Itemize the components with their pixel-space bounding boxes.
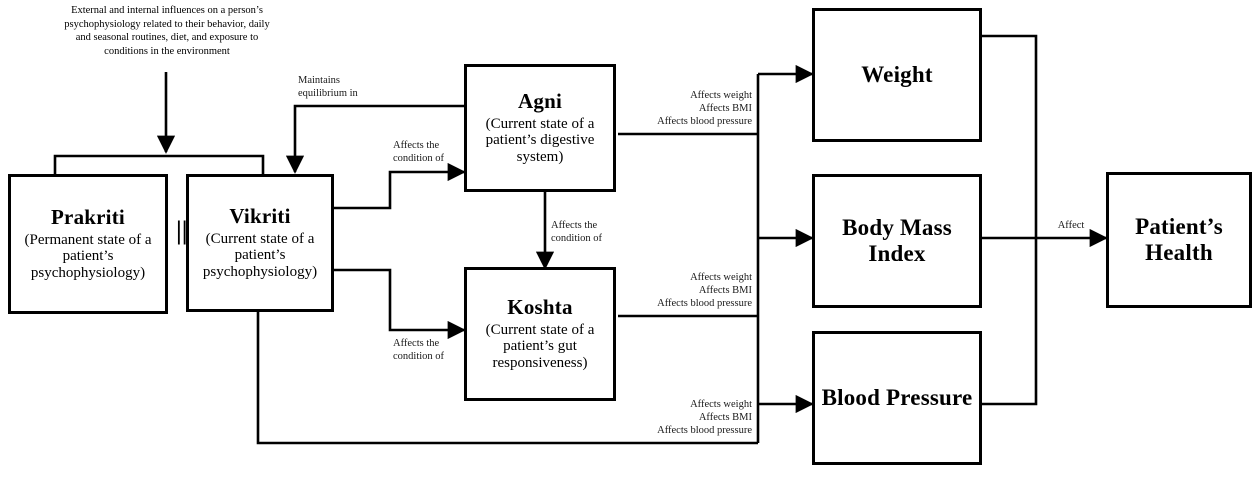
edge-label-vikriti-to-agni: Affects the condition of	[393, 140, 445, 165]
edge-maintains-equilibrium	[285, 104, 467, 174]
node-blood-pressure[interactable]: Blood Pressure	[812, 331, 982, 465]
node-koshta-title: Koshta	[507, 295, 573, 320]
bracket-prakriti-vikriti	[53, 154, 265, 176]
edge-label-agni-to-koshta: Affects the condition of	[551, 220, 603, 245]
node-agni-title: Agni	[518, 89, 562, 114]
edge-vikriti-effects-to-bus	[256, 311, 758, 445]
node-agni-subtitle: (Current state of a patient’s digestive …	[485, 115, 595, 166]
node-weight[interactable]: Weight	[812, 8, 982, 142]
equality-symbol: ||	[176, 216, 188, 245]
influences-caption: External and internal influences on a pe…	[64, 5, 270, 57]
node-agni[interactable]: Agni (Current state of a patient’s diges…	[464, 64, 616, 192]
node-weight-title: Weight	[861, 62, 933, 88]
edge-label-vikriti-effects: Affects weight Affects BMI Affects blood…	[657, 399, 752, 437]
edge-label-maintains-equilibrium: Maintains equilibrium in	[298, 75, 358, 100]
node-vikriti[interactable]: Vikriti (Current state of a patient’s ps…	[186, 174, 334, 312]
edge-label-agni-effects: Affects weight Affects BMI Affects blood…	[657, 90, 752, 128]
node-body-mass-index[interactable]: Body Mass Index	[812, 174, 982, 308]
edge-vikriti-to-koshta	[332, 268, 466, 340]
node-vikriti-title: Vikriti	[229, 204, 291, 229]
edge-bp-to-collector	[981, 238, 1038, 406]
node-koshta[interactable]: Koshta (Current state of a patient’s gut…	[464, 267, 616, 401]
node-body-mass-index-title: Body Mass Index	[842, 215, 952, 266]
edge-label-koshta-effects: Affects weight Affects BMI Affects blood…	[657, 272, 752, 310]
node-patient-health-title: Patient’s Health	[1135, 214, 1223, 265]
node-prakriti-subtitle: (Permanent state of a patient’s psychoph…	[24, 231, 152, 282]
edge-label-vikriti-to-koshta: Affects the condition of	[393, 338, 445, 363]
node-vikriti-subtitle: (Current state of a patient’s psychophys…	[202, 230, 318, 281]
edge-weight-to-collector	[981, 34, 1038, 238]
edge-label-outcomes-to-health: Affect	[1057, 220, 1085, 231]
edge-vikriti-to-agni	[332, 162, 466, 210]
node-prakriti[interactable]: Prakriti (Permanent state of a patient’s…	[8, 174, 168, 314]
node-prakriti-title: Prakriti	[51, 205, 125, 230]
node-patient-health[interactable]: Patient’s Health	[1106, 172, 1252, 308]
node-blood-pressure-title: Blood Pressure	[821, 385, 973, 411]
node-koshta-subtitle: (Current state of a patient’s gut respon…	[485, 321, 595, 372]
